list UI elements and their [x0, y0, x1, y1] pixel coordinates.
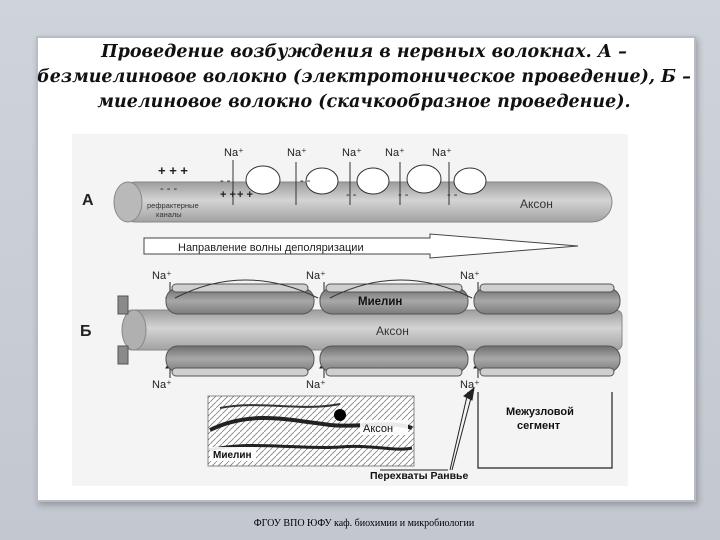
svg-text:Na⁺: Na⁺	[152, 270, 172, 282]
svg-text:Na⁺: Na⁺	[306, 270, 326, 282]
internode-label-line2: сегмент	[517, 420, 561, 432]
axon-a-label: Аксон	[520, 197, 553, 211]
refractory-label-line1: рефрактерные	[147, 201, 199, 210]
myelin-sheaths-top	[117, 283, 621, 315]
internode-label-line1: Межузловой	[506, 406, 574, 418]
micrograph-myelin-label: Миелин	[213, 450, 252, 461]
ranvier-nodes-label: Перехваты Ранвье	[370, 470, 468, 482]
svg-text:- -: - -	[447, 189, 458, 201]
myelinated-axon	[121, 309, 623, 351]
panel-b-letter: Б	[80, 323, 92, 340]
svg-text:Na⁺: Na⁺	[385, 147, 405, 159]
svg-text:Na⁺: Na⁺	[432, 147, 452, 159]
direction-label: Направление волны деполяризации	[178, 242, 364, 254]
slide-footer: ФГОУ ВПО ЮФУ каф. биохимии и микробиолог…	[253, 518, 475, 529]
svg-text:- -: - -	[398, 189, 409, 201]
svg-text:- -: - -	[220, 175, 231, 187]
slide-title: Проведение возбуждения в нервных волокна…	[37, 42, 691, 112]
unmyelinated-axon	[113, 181, 613, 223]
svg-text:Na⁺: Na⁺	[342, 147, 362, 159]
internode-bracket	[477, 392, 613, 469]
myelin-sheaths-bottom	[117, 345, 621, 377]
micrograph-label-boxes	[210, 420, 408, 461]
saltatory-jump-arcs	[174, 279, 473, 299]
depolarization-direction-arrow	[143, 233, 579, 259]
svg-text:Na⁺: Na⁺	[460, 270, 480, 282]
na-ion-b-1: Na⁺	[152, 270, 172, 282]
na-ion-b-5: Na⁺	[306, 379, 326, 391]
axon-b-label: Аксон	[376, 324, 409, 338]
micrograph-axon-label: Аксон	[363, 423, 393, 435]
svg-text:Na⁺: Na⁺	[306, 379, 326, 391]
na-ion-a-5: Na⁺	[432, 147, 452, 159]
svg-text:+ +: + +	[220, 189, 236, 201]
svg-text:Na⁺: Na⁺	[224, 147, 244, 159]
svg-text:Na⁺: Na⁺	[460, 379, 480, 391]
na-ion-a-2: Na⁺	[287, 147, 307, 159]
plus-charges-left: + + +	[158, 163, 188, 178]
minus-charges-left: - - -	[160, 183, 177, 195]
na-ion-b-6: Na⁺	[460, 379, 480, 391]
membrane-charges-a: - - + + + + - - - - - - - -	[220, 175, 458, 201]
na-ion-a-3: Na⁺	[342, 147, 362, 159]
myelin-label: Миелин	[358, 296, 402, 308]
na-ion-a-1: Na⁺	[224, 147, 244, 159]
panel-a-letter: А	[82, 192, 94, 209]
svg-text:- -: - -	[346, 189, 357, 201]
na-ion-b-2: Na⁺	[306, 270, 326, 282]
na-ion-b-4: Na⁺	[152, 379, 172, 391]
refractory-label-line2: каналы	[156, 210, 182, 219]
svg-text:+ +: + +	[237, 189, 253, 201]
na-ion-a-4: Na⁺	[385, 147, 405, 159]
svg-text:Na⁺: Na⁺	[152, 379, 172, 391]
membrane-channel-lines	[232, 160, 450, 205]
svg-text:- -: - -	[300, 175, 311, 187]
na-ion-b-3: Na⁺	[460, 270, 480, 282]
local-current-loops	[245, 164, 487, 195]
svg-text:Na⁺: Na⁺	[287, 147, 307, 159]
ranvier-pointer-lines	[380, 386, 475, 471]
